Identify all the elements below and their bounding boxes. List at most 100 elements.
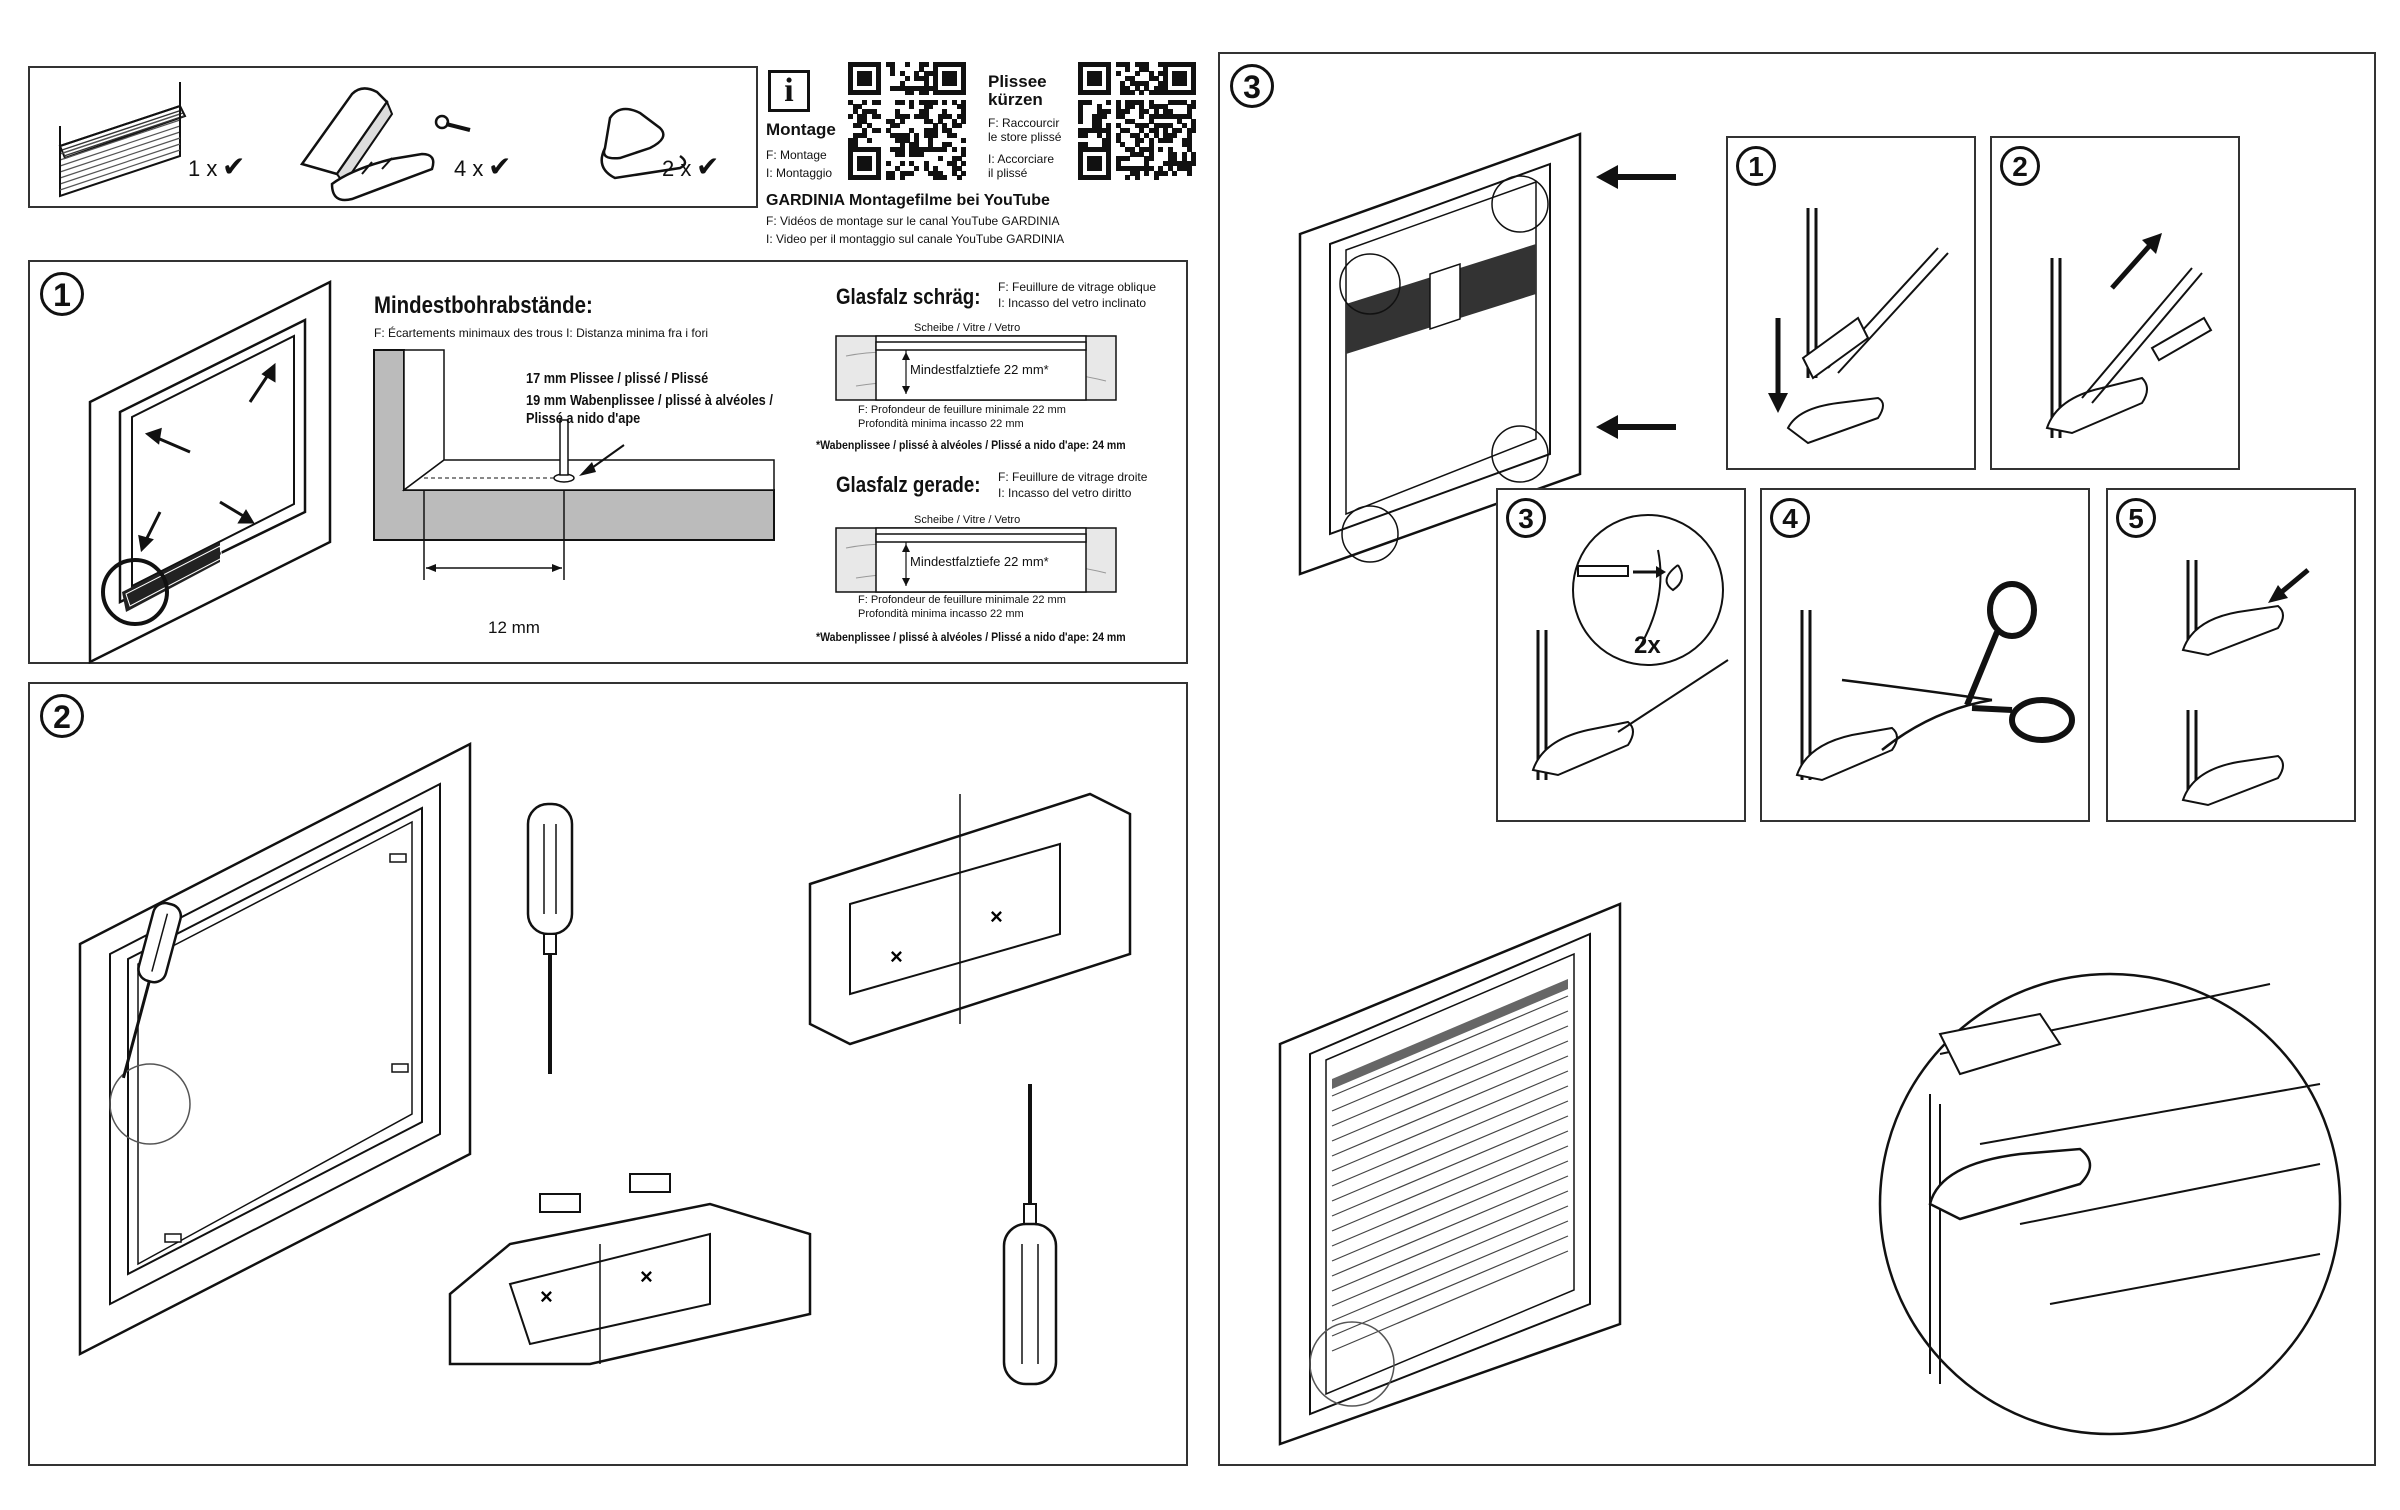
straight-glass-label: Scheibe / Vitre / Vetro xyxy=(914,514,1021,526)
step1-subtitle: F: Écartements minimaux des trous I: Dis… xyxy=(374,326,709,340)
substep4-number: 4 xyxy=(1770,498,1810,538)
pleat-line xyxy=(1331,995,1569,1097)
shorten-it-1: I: Accorciare xyxy=(988,152,1055,166)
step1-title: Mindestbohrabstände: xyxy=(374,292,593,319)
pleat-line xyxy=(1331,1055,1569,1157)
info-icon: i xyxy=(768,70,810,112)
substep5-illustration xyxy=(2181,560,2310,807)
mount-clip-illustration xyxy=(600,107,687,180)
straight-depth-label: Mindestfalztiefe 22 mm* xyxy=(910,554,1049,569)
qr-code-montage[interactable] xyxy=(848,62,967,181)
parts-count-clips: 2 x xyxy=(662,156,692,181)
clip-bracket-illustration xyxy=(299,87,471,202)
pleated-blind-illustration xyxy=(58,82,187,198)
step3-number: 3 xyxy=(1230,64,1274,108)
step3-panel: 3 1 2 3 xyxy=(1218,52,2376,1466)
svg-text:×: × xyxy=(540,1284,553,1309)
parts-count-blind: 1 x xyxy=(188,156,218,181)
shorten-title-2: kürzen xyxy=(988,90,1043,109)
substep5-panel: 5 xyxy=(2106,488,2356,822)
step2-panel: 2 × × xyxy=(28,682,1188,1466)
pleat-line xyxy=(1331,1220,1569,1322)
arrow-icon xyxy=(1596,165,1676,189)
substep1-number: 1 xyxy=(1736,146,1776,186)
youtube-it: I: Video per il montaggio sul canale You… xyxy=(766,232,1065,246)
substep1-illustration xyxy=(1768,208,1949,445)
substep4-panel: 4 xyxy=(1760,488,2090,822)
parts-panel: 1 x ✔ 4 x ✔ 2 x ✔ xyxy=(28,66,758,208)
straight-honeycomb-note: *Wabenplissee / plissé à alvéoles / Plis… xyxy=(816,630,1126,644)
substep3-panel: 3 2x xyxy=(1496,488,1746,822)
pleat-line xyxy=(1331,1115,1569,1217)
substep3-times: 2x xyxy=(1634,632,1661,659)
pleat-line xyxy=(1331,1145,1569,1247)
pleat-line xyxy=(1331,1025,1569,1127)
youtube-title: GARDINIA Montagefilme bei YouTube xyxy=(766,192,1050,209)
montage-fr: F: Montage xyxy=(766,148,827,162)
pleat-line xyxy=(1331,1175,1569,1277)
pleat-line xyxy=(1331,1070,1569,1172)
svg-text:×: × xyxy=(890,944,903,969)
pleat-line xyxy=(1331,1205,1569,1307)
substep3-number: 3 xyxy=(1506,498,1546,538)
oblique-glass-label: Scheibe / Vitre / Vetro xyxy=(914,322,1021,334)
oblique-rebate-drawing xyxy=(835,335,1117,401)
straight-rebate-drawing xyxy=(835,527,1117,593)
oblique-depth-fr: F: Profondeur de feuillure minimale 22 m… xyxy=(858,404,1066,416)
pleat-line xyxy=(1331,1040,1569,1142)
window-screw-illustration xyxy=(78,741,472,1357)
scissors-icon xyxy=(1795,581,2075,782)
arrow-icon xyxy=(1596,415,1676,439)
step1-number: 1 xyxy=(40,272,84,316)
pleat-line xyxy=(1331,1130,1569,1232)
pleat-line xyxy=(1331,1235,1569,1337)
substep2-illustration xyxy=(2045,233,2213,438)
straight-fr: F: Feuillure de vitrage droite xyxy=(998,470,1148,484)
shorten-title-1: Plissee xyxy=(988,72,1047,91)
pleat-line xyxy=(1331,1190,1569,1292)
drill-distance-dimension: 12 mm xyxy=(488,618,540,637)
substep1-panel: 1 xyxy=(1726,136,1976,470)
parts-count-brackets: 4 x xyxy=(454,156,484,181)
oblique-it: I: Incasso del vetro inclinato xyxy=(998,296,1147,310)
oblique-depth-label: Mindestfalztiefe 22 mm* xyxy=(910,362,1049,377)
oblique-title: Glasfalz schräg: xyxy=(836,284,981,309)
youtube-fr: F: Vidéos de montage sur le canal YouTub… xyxy=(766,214,1060,228)
bracket-top-detail: × × xyxy=(808,792,1132,1386)
substep3-illustration xyxy=(1531,514,1729,780)
substep2-panel: 2 xyxy=(1990,136,2240,470)
substep2-number: 2 xyxy=(2000,146,2040,186)
drill-note-plissee: 17 mm Plissee / plissé / Plissé xyxy=(526,370,709,387)
svg-text:×: × xyxy=(990,904,1003,929)
check-icon: ✔ xyxy=(222,151,246,182)
straight-title: Glasfalz gerade: xyxy=(836,472,981,497)
montage-it: I: Montaggio xyxy=(766,166,833,180)
drill-note-honeycomb-1: 19 mm Wabenplissee / plissé à alvéoles / xyxy=(526,392,773,409)
window-drill-illustration xyxy=(88,279,332,665)
oblique-fr: F: Feuillure de vitrage oblique xyxy=(998,280,1157,294)
pleat-line xyxy=(1331,1010,1569,1112)
check-icon: ✔ xyxy=(488,151,512,182)
qr-code-shorten[interactable] xyxy=(1078,62,1197,181)
window-blind-overview xyxy=(1298,132,1582,576)
pleat-line xyxy=(1331,1250,1569,1352)
oblique-depth-it: Profondità minima incasso 22 mm xyxy=(858,418,1024,430)
step1-panel: 1 Mindestbohrabstände: F: Écartements mi… xyxy=(28,260,1188,665)
svg-text:×: × xyxy=(640,1264,653,1289)
straight-depth-fr: F: Profondeur de feuillure minimale 22 m… xyxy=(858,594,1066,606)
step2-number: 2 xyxy=(40,694,84,738)
shorten-it-2: il plissé xyxy=(988,166,1028,180)
bracket-bottom-detail: × × xyxy=(448,802,812,1366)
drill-note-honeycomb-2: Plissé a nido d'ape xyxy=(526,410,641,427)
oblique-honeycomb-note: *Wabenplissee / plissé à alvéoles / Plis… xyxy=(816,438,1126,452)
substep5-number: 5 xyxy=(2116,498,2156,538)
shorten-fr-1: F: Raccourcir xyxy=(988,116,1060,130)
pleat-line xyxy=(1331,1085,1569,1187)
pleat-line xyxy=(1331,1100,1569,1202)
straight-it: I: Incasso del vetro diritto xyxy=(998,486,1132,500)
shorten-fr-2: le store plissé xyxy=(988,130,1062,144)
straight-depth-it: Profondità minima incasso 22 mm xyxy=(858,608,1024,620)
montage-title: Montage xyxy=(766,120,836,139)
installed-blind-illustration xyxy=(1278,902,2342,1446)
check-icon: ✔ xyxy=(696,151,720,182)
